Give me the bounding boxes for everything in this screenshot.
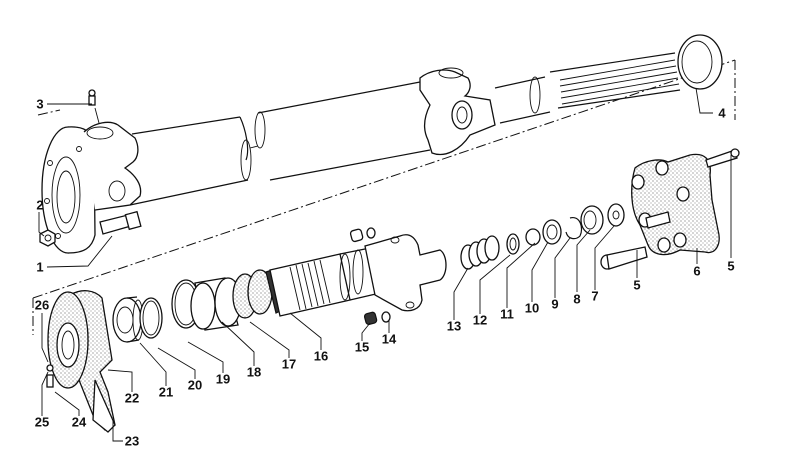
callout-label-10: 10 [524,300,540,316]
callout-label-19: 19 [215,371,231,387]
callout-label-5: 5 [727,258,735,274]
fasteners-1-2-3 [39,89,142,247]
callout-label-26: 26 [34,297,50,313]
seal-ring [677,34,723,90]
callout-label-25: 25 [34,414,50,430]
callout-label-17: 17 [281,356,297,372]
callout-label-12: 12 [472,312,488,328]
callout-label-24: 24 [71,414,87,430]
front-shaft-assembly [41,34,723,254]
center-bearing-assembly [46,203,625,433]
callout-label-5: 5 [633,277,641,293]
callout-label-15: 15 [354,339,370,355]
callout-label-2: 2 [36,197,44,213]
callout-label-23: 23 [124,433,140,449]
leader-lines [38,87,732,442]
callout-label-7: 7 [591,288,599,304]
callout-label-8: 8 [573,291,581,307]
callout-label-11: 11 [500,306,514,322]
callout-label-16: 16 [313,348,329,364]
callout-label-9: 9 [551,296,559,312]
callout-label-21: 21 [158,384,174,400]
callout-label-4: 4 [718,105,726,121]
callout-label-3: 3 [36,96,44,112]
callout-label-20: 20 [187,377,203,393]
callout-label-14: 14 [381,331,397,347]
callout-label-18: 18 [246,364,262,380]
callout-label-6: 6 [693,263,701,279]
flex-coupling [600,148,740,270]
callout-label-1: 1 [36,259,44,275]
callout-label-22: 22 [124,390,140,406]
callout-label-13: 13 [446,318,462,334]
